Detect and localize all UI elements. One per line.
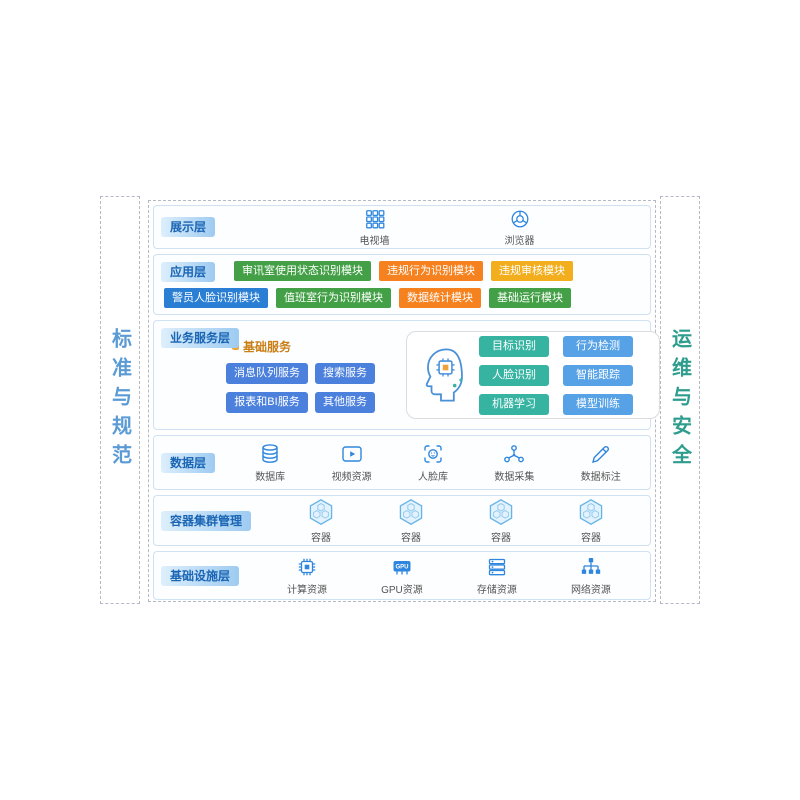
module-duty-room-behavior: 值班室行为识别模块 (276, 288, 391, 308)
layer-label-presentation: 展示层 (161, 217, 216, 237)
layer-data: 数据层 数据库 (153, 435, 651, 490)
basic-services-block: 基础服务 消息队列服务 搜索服务 报表和BI服务 其他服务 (226, 338, 394, 413)
database-icon (262, 444, 278, 463)
module-violation-audit: 违规审核模块 (491, 261, 573, 281)
application-row-2: 警员人脸识别模块 值班室行为识别模块 数据统计模块 基础运行模块 (164, 288, 644, 308)
face-library-icon (424, 445, 442, 463)
tv-wall-item: 电视墙 (360, 208, 390, 247)
database-label: 数据库 (255, 472, 286, 483)
basic-services-title-text: 基础服务 (243, 339, 292, 354)
container-hexagon-icon (309, 499, 333, 525)
container-items: 容器 容器 (276, 496, 650, 545)
infrastructure-items: 计算资源 GPU GPU资源 (260, 552, 650, 599)
left-banner: 标准与规范 (100, 196, 140, 604)
layer-presentation: 展示层 电视墙 (153, 205, 651, 249)
left-banner-label: 标准与规范 (108, 327, 131, 473)
right-banner: 运维与安全 (660, 196, 700, 604)
ai-behavior-detection: 行为检测 (563, 335, 633, 357)
compute-resource-label: 计算资源 (287, 585, 328, 596)
service-report-bi: 报表和BI服务 (226, 391, 308, 413)
layer-label-data: 数据层 (161, 452, 216, 473)
video-icon (341, 446, 362, 462)
data-annotate-icon (591, 445, 609, 463)
module-basic-operation: 基础运行模块 (489, 288, 571, 308)
data-annotate-label: 数据标注 (580, 472, 621, 483)
container-item: 容器 (486, 497, 516, 544)
container-label: 容器 (581, 533, 601, 544)
storage-icon (488, 558, 506, 576)
layer-label-business: 业务服务层 (161, 328, 240, 348)
storage-resource-label: 存储资源 (476, 585, 517, 596)
ai-target-recognition: 目标识别 (479, 335, 549, 357)
face-library-label: 人脸库 (417, 472, 448, 483)
layer-label-container: 容器集群管理 (161, 510, 252, 531)
tv-wall-icon (365, 209, 384, 228)
layer-infrastructure: 基础设施层 计算资源 GPU (153, 551, 651, 600)
module-interrogation-room-status: 审讯室使用状态识别模块 (234, 261, 371, 281)
svg-text:GPU: GPU (395, 565, 408, 571)
network-resource-label: 网络资源 (570, 585, 611, 596)
layer-container-cluster: 容器集群管理 容器 (153, 495, 651, 546)
data-annotate-item: 数据标注 (581, 442, 621, 483)
video-resource-label: 视频资源 (331, 472, 372, 483)
compute-resource-item: 计算资源 (287, 555, 327, 596)
service-search: 搜索服务 (315, 362, 375, 384)
tv-wall-label: 电视墙 (359, 235, 390, 247)
module-police-face-recognition: 警员人脸识别模块 (164, 288, 268, 308)
data-collect-item: 数据采集 (494, 442, 534, 483)
browser-icon (511, 210, 528, 227)
main-frame: 展示层 电视墙 (148, 200, 660, 602)
container-item: 容器 (576, 497, 606, 544)
module-violation-behavior: 违规行为识别模块 (379, 261, 483, 281)
ai-head-chip-icon (425, 348, 463, 402)
presentation-items: 电视墙 浏览器 (244, 206, 650, 248)
cpu-icon (298, 558, 316, 576)
data-collect-label: 数据采集 (494, 472, 535, 483)
business-content: 基础服务 消息队列服务 搜索服务 报表和BI服务 其他服务 (226, 321, 660, 429)
browser-item: 浏览器 (505, 208, 535, 247)
application-modules: 审讯室使用状态识别模块 违规行为识别模块 违规审核模块 警员人脸识别模块 值班室… (154, 255, 650, 314)
gpu-icon: GPU (393, 561, 411, 575)
network-resource-item: 网络资源 (571, 555, 611, 596)
basic-services-title: 基础服务 (232, 338, 394, 355)
ai-face-recognition: 人脸识别 (479, 364, 549, 386)
service-message-queue: 消息队列服务 (226, 362, 308, 384)
container-hexagon-icon (399, 499, 423, 525)
ai-machine-learning: 机器学习 (479, 393, 549, 415)
application-row-1: 审讯室使用状态识别模块 违规行为识别模块 违规审核模块 (234, 261, 644, 281)
layer-business-service: 业务服务层 基础服务 消息队列服务 搜索服务 报表和BI服务 其他服务 (153, 320, 660, 430)
gpu-resource-item: GPU GPU资源 (381, 555, 423, 596)
container-label: 容器 (401, 533, 421, 544)
container-label: 容器 (311, 533, 331, 544)
module-data-statistics: 数据统计模块 (399, 288, 481, 308)
layer-application: 应用层 审讯室使用状态识别模块 违规行为识别模块 违规审核模块 警员人脸识别模块… (153, 254, 651, 315)
network-icon (581, 558, 601, 574)
ai-services-grid: 目标识别 行为检测 人脸识别 智能跟踪 机器学习 模型训练 (479, 335, 633, 415)
database-item: 数据库 (255, 442, 285, 483)
container-item: 容器 (396, 497, 426, 544)
service-other: 其他服务 (315, 391, 375, 413)
video-resource-item: 视频资源 (332, 442, 372, 483)
storage-resource-item: 存储资源 (477, 555, 517, 596)
face-library-item: 人脸库 (418, 442, 448, 483)
ai-smart-tracking: 智能跟踪 (563, 364, 633, 386)
layer-label-infrastructure: 基础设施层 (161, 565, 240, 586)
container-hexagon-icon (579, 499, 603, 525)
ai-model-training: 模型训练 (563, 393, 633, 415)
basic-services-grid: 消息队列服务 搜索服务 报表和BI服务 其他服务 (226, 362, 394, 413)
container-item: 容器 (306, 497, 336, 544)
container-hexagon-icon (489, 499, 513, 525)
browser-label: 浏览器 (504, 235, 535, 247)
container-label: 容器 (491, 533, 511, 544)
data-items: 数据库 视频资源 (232, 436, 650, 489)
ai-services-box: 目标识别 行为检测 人脸识别 智能跟踪 机器学习 模型训练 (406, 331, 660, 419)
gpu-resource-label: GPU资源 (381, 585, 423, 596)
right-banner-label: 运维与安全 (668, 327, 691, 473)
layer-label-application: 应用层 (161, 262, 216, 282)
data-collect-icon (504, 445, 525, 463)
